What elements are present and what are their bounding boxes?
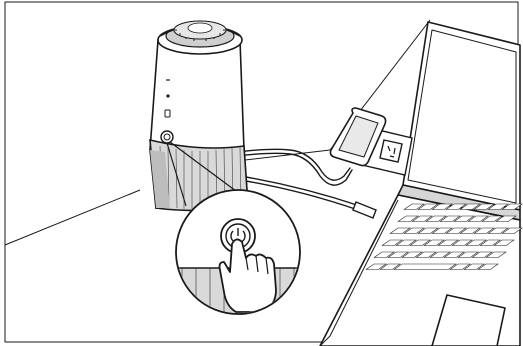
speaker-device	[150, 21, 248, 210]
mic-mute-icon	[165, 110, 170, 117]
laptop	[320, 22, 520, 346]
